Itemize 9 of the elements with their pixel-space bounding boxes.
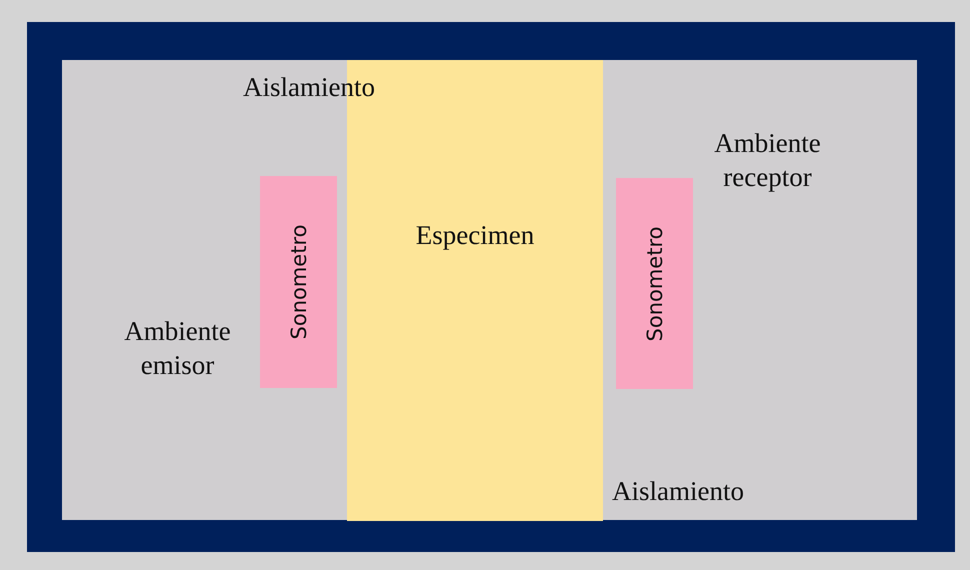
device-label: Sonometro: [642, 226, 666, 341]
environment-label: Ambiente receptor: [713, 127, 822, 194]
sound-meter: [260, 176, 337, 388]
environment-label: Ambiente emisor: [123, 315, 232, 382]
specimen-label: Especimen: [414, 219, 536, 252]
device-label: Sonometro: [286, 224, 310, 340]
sound-meter: [616, 178, 693, 389]
insulation-label: Aislamiento: [612, 475, 745, 508]
insulation-label: Aislamiento: [243, 71, 376, 104]
